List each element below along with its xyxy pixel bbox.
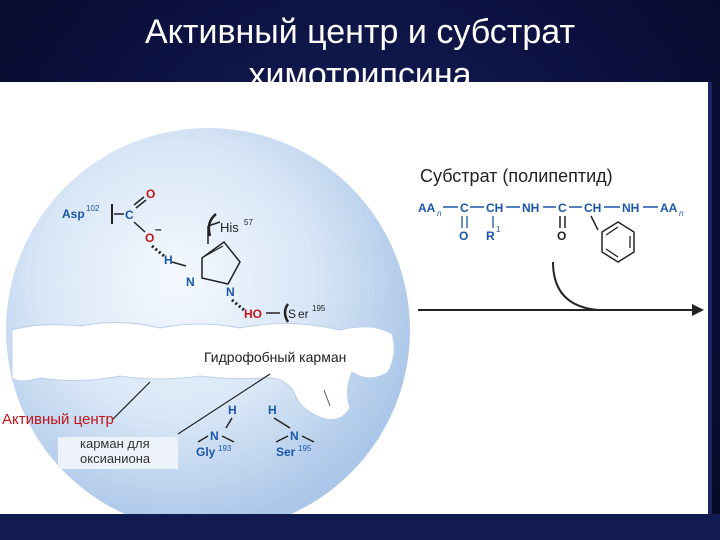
- chain-r1-sup: 1: [496, 225, 501, 234]
- chain-aa-right: AA: [660, 201, 678, 215]
- ser-s: S: [288, 307, 296, 321]
- his-n3: N: [226, 285, 235, 299]
- ser2-bond-left: [275, 435, 289, 443]
- pointer-pocket-tip: [323, 389, 331, 407]
- his-imidazole-ring: [201, 240, 241, 285]
- gly-nh-bond: [225, 417, 233, 429]
- hydrophobic-pocket-label: Гидрофобный карман: [204, 349, 347, 365]
- ser-number: 195: [312, 304, 326, 313]
- asp-co-single: [133, 221, 146, 233]
- phenyl-ring: [601, 221, 635, 263]
- his-backbone-arc: [207, 213, 217, 237]
- his-ring-double: [204, 245, 224, 257]
- active-center-label: Активный центр: [2, 411, 114, 428]
- asp-carbon: C: [125, 208, 134, 222]
- asp-oxygen-anion: O: [145, 231, 154, 245]
- chain-o2: O: [557, 229, 566, 243]
- enzyme-sphere: [6, 128, 410, 514]
- ser2-nh-bond: [273, 417, 291, 429]
- ser2-nitrogen: N: [290, 429, 299, 443]
- chain-n-left: n: [437, 209, 442, 218]
- gly-nitrogen: N: [210, 429, 219, 443]
- hydrophobic-pocket-cleft: [11, 321, 395, 421]
- asp-label: Asp: [62, 207, 85, 221]
- gly-label: Gly: [196, 445, 216, 459]
- phenyl-double-3: [605, 248, 619, 258]
- his-number: 57: [244, 218, 253, 227]
- gly-bond-right: [221, 435, 235, 443]
- ser-label-rest: er: [298, 307, 309, 321]
- asp-minus-sign: –: [155, 222, 162, 236]
- asp-co-double-2: [133, 196, 145, 206]
- asp-co-double-1: [135, 199, 147, 209]
- substrate-label: Субстрат (полипептид): [420, 166, 613, 186]
- asp-oxygen: O: [146, 187, 155, 201]
- phenyl-double-1: [605, 226, 619, 236]
- his-n1: N: [186, 275, 195, 289]
- chain-aa-left: AA: [418, 201, 436, 215]
- gly-number: 193: [218, 444, 232, 453]
- his-hydrogen: H: [164, 253, 173, 267]
- chain-n-right: n: [679, 209, 684, 218]
- ser-hydroxyl: HO: [244, 307, 262, 321]
- pointer-active-center: [177, 373, 271, 435]
- chain-r1: R: [486, 229, 495, 243]
- oxyanion-label-box: [58, 437, 178, 469]
- chain-c2: C: [558, 201, 567, 215]
- ser2-hydrogen: H: [268, 403, 277, 417]
- ser2-label: Ser: [276, 445, 296, 459]
- ser2-bond-right: [301, 435, 315, 443]
- pointer-oxyanion: [111, 381, 151, 421]
- substrate-chain: AA n C CH NH C CH NH AA n O R 1 O: [418, 201, 684, 263]
- ser-backbone-arc: [283, 303, 290, 323]
- gly-bond-left: [197, 435, 209, 443]
- chain-ch1: CH: [486, 201, 503, 215]
- oxyanion-label-line2: оксианиона: [80, 451, 151, 466]
- chain-ch2-ring-bond: [590, 215, 599, 231]
- oxyanion-label-line1: карман для: [80, 436, 150, 451]
- asp-number: 102: [86, 204, 100, 213]
- chain-c1: C: [460, 201, 469, 215]
- chain-o1: O: [459, 229, 468, 243]
- binding-curve-arrow: [552, 261, 599, 311]
- panel-border: [708, 82, 712, 514]
- chain-nh: NH: [522, 201, 539, 215]
- substrate-arrow-head: [692, 304, 704, 316]
- bottom-band: [0, 514, 720, 540]
- chain-nh2: NH: [622, 201, 639, 215]
- oxyanion-label: карман для оксианиона: [80, 436, 150, 466]
- slide-title-line1: Активный центр и субстрат: [144, 13, 576, 51]
- gly-hydrogen: H: [228, 403, 237, 417]
- ser2-number: 195: [298, 444, 312, 453]
- his-label: His: [220, 220, 239, 235]
- chain-ch2: CH: [584, 201, 601, 215]
- his-nh-bond: [171, 261, 187, 267]
